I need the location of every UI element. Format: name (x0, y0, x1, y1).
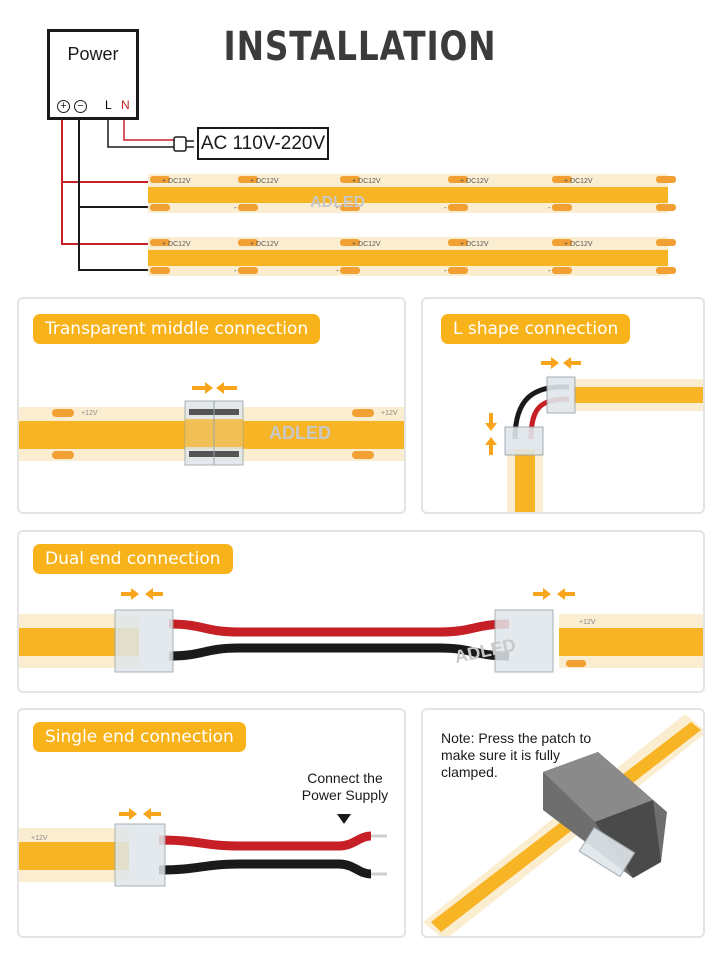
panel-middle-connection: Transparent middle connection +12V +12V … (17, 297, 406, 514)
solder-pad (656, 176, 676, 183)
arrow-right-icon (533, 588, 551, 600)
arrow-right-icon (119, 808, 137, 820)
solder-pad (340, 239, 360, 246)
panel-l-shape-connection: L shape connection (421, 297, 705, 514)
strip-minus-label: - (234, 203, 237, 212)
power-supply-box: Power + − L N (47, 29, 139, 120)
solder-pad (150, 204, 170, 211)
strip-minus-label: - (444, 266, 447, 275)
arrow-right-icon (121, 588, 139, 600)
label-middle-connection: Transparent middle connection (33, 314, 321, 344)
solder-pad (656, 204, 676, 211)
strip-voltage-label: + DC12V (460, 241, 489, 248)
solder-pad (552, 176, 572, 183)
wiring-diagram: + DC12V - + DC12V - + DC12V - + DC12V - + DC12V -… (61, 110, 676, 276)
label-single-end-connection: Single end connection (33, 722, 246, 752)
solder-pad (448, 267, 468, 274)
solder-pad (150, 267, 170, 274)
note-text: Note: Press the patch to make sure it is… (441, 730, 592, 780)
single-end-illustration: +12V (19, 808, 387, 887)
strip-voltage-label: + DC12V (162, 241, 191, 248)
page-title: INSTALLATION (223, 24, 497, 70)
strip-minus-label: - (548, 266, 551, 275)
plug-icon (173, 136, 194, 152)
arrow-left-icon (145, 588, 163, 600)
solder-pad (238, 176, 258, 183)
solder-pad (340, 267, 360, 274)
solder-pad (340, 204, 360, 211)
strip-minus-label: - (234, 266, 237, 275)
panel-note: Note: Press the patch to make sure it is… (421, 708, 705, 938)
strip-minus-label: - (146, 203, 149, 212)
ac-input-label: AC 110V-220V (197, 127, 329, 160)
led-strip-2 (148, 237, 668, 276)
strip-minus-label: - (444, 203, 447, 212)
solder-pad (656, 267, 676, 274)
middle-connection-illustration: +12V +12V ADLED (19, 382, 404, 466)
solder-pad (150, 176, 170, 183)
middle-connector (184, 400, 244, 466)
arrow-up-icon (485, 437, 497, 455)
strip-voltage-label: + DC12V (460, 178, 489, 185)
strip-label: +12V (31, 835, 48, 842)
solder-pad (150, 239, 170, 246)
solder-pad (656, 239, 676, 246)
strip-minus-label: - (336, 266, 339, 275)
strip-label: +12V (381, 410, 398, 417)
strip-voltage-label: + DC12V (250, 178, 279, 185)
led-strip-1 (148, 174, 668, 213)
arrow-down-icon (485, 413, 497, 431)
watermark: ADLED (269, 423, 331, 443)
label-dual-end-connection: Dual end connection (33, 544, 233, 574)
solder-pad (448, 204, 468, 211)
power-label: Power (67, 44, 119, 64)
strip-label: +12V (81, 410, 98, 417)
arrow-right-icon (541, 357, 559, 369)
terminal-minus-icon: − (74, 100, 87, 113)
panel-single-end-connection: Single end connection Connect the Power … (17, 708, 406, 938)
solder-pad (552, 267, 572, 274)
solder-pad (238, 267, 258, 274)
strip-voltage-label: + DC12V (564, 178, 593, 185)
connect-power-callout: Connect the Power Supply (301, 770, 389, 803)
l-shape-illustration (485, 357, 703, 512)
strip-voltage-label: + DC12V (352, 178, 381, 185)
terminal-n-label: N (121, 98, 130, 112)
strip-minus-label: - (548, 203, 551, 212)
solder-pad (238, 239, 258, 246)
solder-pad (340, 176, 360, 183)
arrow-left-icon (143, 808, 161, 820)
panel-dual-end-connection: Dual end connection +12V ADLED (17, 530, 705, 693)
dual-end-illustration: +12V ADLED (19, 588, 703, 673)
press-illustration (423, 714, 703, 936)
arrow-left-icon (216, 382, 237, 394)
strip-voltage-label: + DC12V (352, 241, 381, 248)
solder-pad (448, 239, 468, 246)
arrow-left-icon (563, 357, 581, 369)
strip-voltage-label: + DC12V (564, 241, 593, 248)
strip-minus-label: - (336, 203, 339, 212)
arrow-right-icon (192, 382, 213, 394)
label-l-shape-connection: L shape connection (441, 314, 631, 344)
arrow-left-icon (557, 588, 575, 600)
strip-voltage-label: + DC12V (162, 178, 191, 185)
strip-minus-label: - (146, 266, 149, 275)
solder-pad (552, 239, 572, 246)
watermark-diagram: ADLED (310, 194, 365, 211)
terminal-l-label: L (105, 98, 112, 112)
solder-pad (552, 204, 572, 211)
solder-pad (448, 176, 468, 183)
strip-label: +12V (579, 619, 596, 626)
solder-pad (238, 204, 258, 211)
triangle-down-icon (337, 814, 351, 824)
terminal-plus-icon: + (57, 100, 70, 113)
strip-voltage-label: + DC12V (250, 241, 279, 248)
